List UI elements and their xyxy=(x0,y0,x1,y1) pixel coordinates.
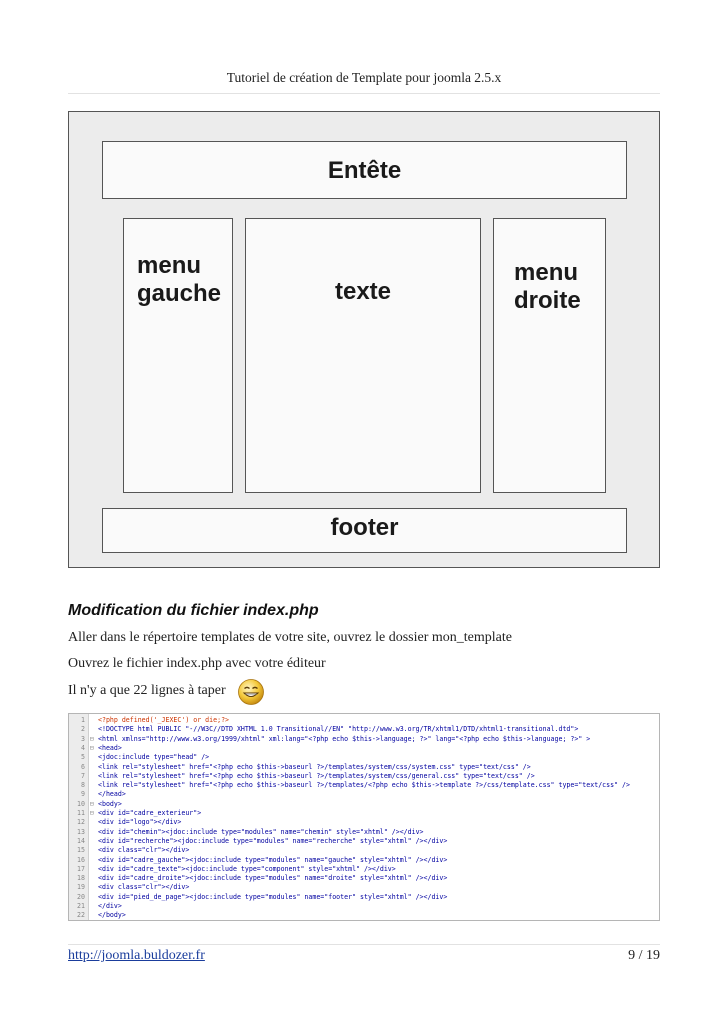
instruction-paragraph-1: Aller dans le répertoire templates de vo… xyxy=(68,630,512,645)
instruction-paragraph-2: Ouvrez le fichier index.php avec votre é… xyxy=(68,656,326,671)
code-text: <div id="pied_de_page"><jdoc:include typ… xyxy=(98,892,448,901)
line-number: 4 xyxy=(81,743,85,752)
fold-marker-icon: ⊟ xyxy=(90,799,94,808)
code-text: <div class="clr"></div> xyxy=(98,846,190,855)
code-text: </body> xyxy=(98,911,126,920)
line-number: 14 xyxy=(77,836,85,845)
right-menu-line1: menu xyxy=(514,259,579,286)
section-heading: Modification du fichier index.php xyxy=(68,602,319,619)
code-text: <link rel="stylesheet" href="<?php echo … xyxy=(98,781,630,790)
code-text: <div id="logo"></div> xyxy=(98,818,182,827)
line-number: 3 xyxy=(81,734,85,743)
fold-marker-icon: ⊟ xyxy=(90,734,94,743)
line-number: 20 xyxy=(77,892,85,901)
diagram-content-box: texte xyxy=(245,218,481,493)
code-text: <jdoc:include type="head" /> xyxy=(98,753,210,762)
line-number: 1 xyxy=(81,716,85,724)
diagram-footer-box: footer xyxy=(102,508,627,553)
diagram-left-menu-box: menu gauche xyxy=(123,218,233,493)
left-menu-line1: menu xyxy=(137,252,202,279)
code-text: <div id="cadre_gauche"><jdoc:include typ… xyxy=(98,855,448,864)
line-number: 12 xyxy=(77,818,85,827)
code-text: <link rel="stylesheet" href="<?php echo … xyxy=(98,771,535,780)
line-number: 7 xyxy=(81,771,85,780)
template-layout-diagram: Entête menu gauche texte menu droite foo… xyxy=(68,111,660,568)
line-number: 2 xyxy=(81,725,85,734)
code-text: <!DOCTYPE html PUBLIC "-//W3C//DTD XHTML… xyxy=(98,725,579,734)
code-text: <body> xyxy=(98,799,122,808)
diagram-header-box: Entête xyxy=(102,141,627,199)
site-link[interactable]: http://joomla.buldozer.fr xyxy=(68,948,205,963)
fold-marker-icon: ⊟ xyxy=(90,809,94,817)
line-number: 22 xyxy=(77,911,85,920)
header-divider xyxy=(68,93,660,94)
code-text: <div id="chemin"><jdoc:include type="mod… xyxy=(98,827,424,836)
line-number: 10 xyxy=(77,799,85,808)
line-number: 6 xyxy=(81,762,85,771)
line-number: 16 xyxy=(77,855,85,864)
grinning-smiley-icon xyxy=(238,679,264,705)
code-text: <div id="cadre_exterieur"> xyxy=(98,809,202,817)
line-number: 18 xyxy=(77,874,85,883)
instruction-paragraph-3: Il n'y a que 22 lignes à taper xyxy=(68,683,226,698)
line-number: 21 xyxy=(77,902,85,910)
line-number: 11 xyxy=(77,809,85,817)
code-text: <div id="cadre_texte"><jdoc:include type… xyxy=(98,864,396,873)
code-text: </head> xyxy=(98,790,126,799)
line-number: 15 xyxy=(77,846,85,855)
page-header-title: Tutoriel de création de Template pour jo… xyxy=(226,70,502,85)
line-number: 19 xyxy=(77,883,85,892)
line-number: 17 xyxy=(77,864,85,873)
line-number-gutter xyxy=(69,714,89,920)
code-text: <div id="cadre_droite"><jdoc:include typ… xyxy=(98,874,448,883)
code-editor: 1 <?php defined('_JEXEC') or die;?> 2 <!DOC… xyxy=(68,713,660,921)
code-text: <?php defined('_JEXEC') or die;?> xyxy=(98,716,230,724)
code-text: <link rel="stylesheet" href="<?php echo … xyxy=(98,762,531,771)
fold-marker-icon: ⊟ xyxy=(90,743,94,752)
diagram-right-menu-box: menu droite xyxy=(493,218,606,493)
code-text: <div id="recherche"><jdoc:include type="… xyxy=(98,836,448,845)
code-text: <html xmlns="http://www.w3.org/1999/xhtm… xyxy=(98,734,591,743)
line-number: 9 xyxy=(81,790,85,799)
footer-divider xyxy=(68,944,660,945)
line-number: 13 xyxy=(77,827,85,836)
line-number: 5 xyxy=(81,753,85,762)
right-menu-line2: droite xyxy=(514,287,581,314)
page-number: 9 / 19 xyxy=(628,948,660,963)
code-text: </div> xyxy=(98,902,122,910)
left-menu-line2: gauche xyxy=(137,280,222,307)
code-text: <head> xyxy=(98,743,122,752)
code-text: <div class="clr"></div> xyxy=(98,883,190,892)
line-number: 8 xyxy=(81,781,85,790)
